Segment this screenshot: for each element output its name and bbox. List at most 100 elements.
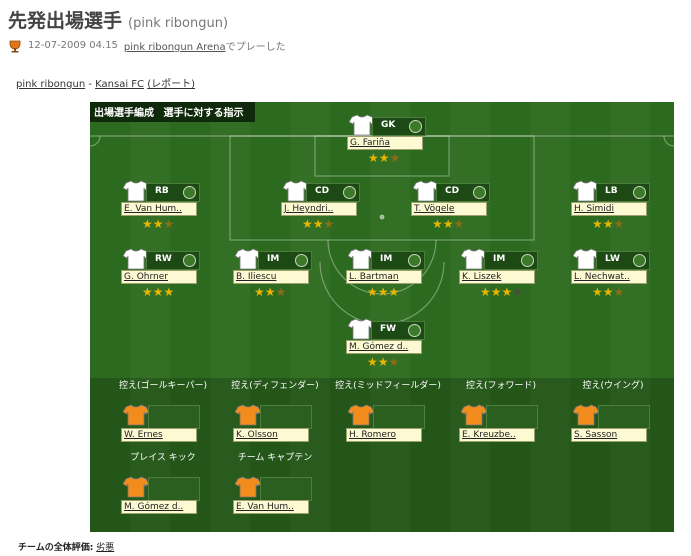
bench-badge [260,405,312,429]
star-icon: ★ [152,217,164,231]
star-icon: ★ [388,285,400,299]
player-status-icon [473,186,486,199]
star-icon: ★ [442,217,454,231]
star-icon: ★ [142,217,153,231]
shirt-icon [573,180,599,202]
bench-player-name-link[interactable]: H. Romero [346,428,422,442]
team-separator: - [88,79,92,90]
bench-player-name-link[interactable]: M. Gómez d.. [121,500,197,514]
home-team-link[interactable]: pink ribongun [16,79,86,90]
bench-player-name-link[interactable]: E. Kreuzbe.. [459,428,535,442]
report-link[interactable]: (レポート) [147,79,196,90]
bench-player-name-link[interactable]: K. Olsson [233,428,309,442]
player-name-link[interactable]: M. Gómez d.. [346,340,422,354]
player-name-link[interactable]: L. Nechwat.. [571,270,647,284]
star-icon: ★ [163,217,175,231]
player-rating-stars: ★★★ [432,218,464,230]
bench-role-label: 控え(ミッドフィールダー) [335,381,441,391]
player-slot[interactable]: GK G. Fariña ★★★ [346,114,432,170]
position-label: FW [380,324,397,334]
player-rating-stars: ★★★ [368,152,400,164]
star-icon: ★ [302,217,313,231]
player-name-link[interactable]: B. Iliescu [233,270,309,284]
player-name-link[interactable]: T. Vögele [411,202,487,216]
shirt-icon [123,180,149,202]
arena-link[interactable]: pink ribongun Arena [123,42,226,53]
star-icon: ★ [275,285,287,299]
player-name-link[interactable]: E. Van Hum.. [121,202,197,216]
team-rating: チームの全体評価: 劣悪 [18,540,114,553]
player-slot[interactable]: LW L. Nechwat.. ★★★ [570,248,656,304]
star-empty-icon: ★ [512,285,524,299]
shirt-icon [573,248,599,270]
player-status-icon [633,186,646,199]
position-badge: LW [596,251,650,270]
position-label: GK [381,120,396,130]
bench-slot[interactable]: 控え(ミッドフィールダー) H. Romero [335,380,441,442]
position-label: IM [493,254,506,264]
bench-badge [148,477,200,501]
trophy-icon [9,40,21,52]
bench-player-name-link[interactable]: W. Ernes [121,428,197,442]
bench-player-name-link[interactable]: S. Sasson [571,428,647,442]
star-icon: ★ [163,285,175,299]
position-label: LW [605,254,620,264]
player-rating-stars: ★★★ [592,286,624,298]
star-icon: ★ [254,285,265,299]
player-name-link[interactable]: H. Simidi [571,202,647,216]
position-badge: GK [372,117,426,136]
player-name-link[interactable]: K. Liszek [459,270,535,284]
tab-lineup[interactable]: 出場選手編成 [94,108,154,119]
player-name-link[interactable]: G. Fariña [347,136,423,150]
player-rating-stars: ★★★ [302,218,334,230]
player-name-link[interactable]: L. Bartman [346,270,422,284]
match-teams: pink ribongun - Kansai FC (レポート) [16,75,195,90]
position-label: RW [155,254,172,264]
position-badge: IM [258,251,312,270]
bench-slot[interactable]: 控え(フォワード) E. Kreuzbe.. [458,380,544,442]
star-icon: ★ [592,285,603,299]
star-icon: ★ [602,285,614,299]
bench-badge [598,405,650,429]
position-badge: IM [484,251,538,270]
shirt-icon [349,114,375,136]
bench-player-name-link[interactable]: E. Van Hum.. [233,500,309,514]
star-icon: ★ [377,285,389,299]
bench-slot[interactable]: 控え(ゴールキーパー)W. Ernes [119,380,207,442]
player-status-icon [343,186,356,199]
player-name-link[interactable]: J. Heyndri.. [281,202,357,216]
position-badge: CD [436,183,490,202]
bench-role-label: 控え(フォワード) [465,381,537,391]
bench-badge [486,405,538,429]
star-icon: ★ [388,355,400,369]
team-rating-value[interactable]: 劣悪 [96,543,115,553]
star-icon: ★ [389,151,401,165]
star-icon: ★ [142,285,153,299]
star-icon: ★ [367,285,378,299]
position-badge: RB [146,183,200,202]
player-status-icon [295,254,308,267]
shirt-icon [461,404,487,426]
lineup-pitch: 出場選手編成 選手に対する指示 [90,102,674,532]
tab-instructions[interactable]: 選手に対する指示 [163,108,244,119]
star-icon: ★ [480,285,491,299]
page-title: 先発出場選手(pink ribongun) [8,6,228,33]
bench-slot[interactable]: 控え(ウイング)S. Sasson [570,380,656,442]
away-team-link[interactable]: Kansai FC [95,79,145,90]
star-icon: ★ [490,285,502,299]
player-name-link[interactable]: G. Ohrner [121,270,197,284]
bench-slot[interactable]: 控え(ディフェンダー)K. Olsson [231,380,319,442]
star-icon: ★ [367,355,378,369]
bench-badge [260,477,312,501]
